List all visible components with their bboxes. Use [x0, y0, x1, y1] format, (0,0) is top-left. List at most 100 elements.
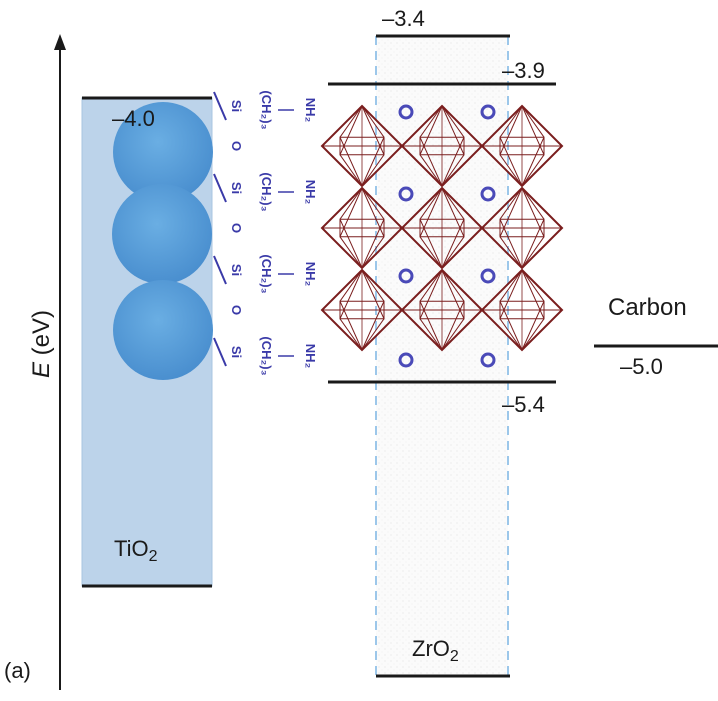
octahedron-edge	[361, 269, 385, 302]
silicon-atom-label: Si	[229, 182, 244, 194]
octahedron-edge	[419, 300, 443, 351]
octahedron-edge	[361, 236, 385, 269]
octahedron-edge	[499, 300, 523, 351]
octahedron-edge	[499, 105, 523, 156]
energy-axis-arrowhead	[54, 34, 66, 50]
octahedron-edge	[339, 236, 363, 269]
zro2-cb-level-label: –3.9	[502, 58, 545, 83]
tio2-nanoparticle	[113, 280, 213, 380]
cation-ion	[480, 186, 496, 202]
octahedron-edge	[339, 218, 363, 269]
zro2-octahedron	[400, 268, 484, 352]
tio2-label-subscript: 2	[148, 548, 158, 565]
octahedron-edge	[361, 136, 385, 187]
cation-ion	[398, 268, 414, 284]
amine-group-label: NH₂	[303, 262, 318, 287]
octahedron-edge	[499, 236, 523, 269]
cation-ion	[480, 268, 496, 284]
octahedron-edge	[499, 105, 523, 138]
octahedron-edge	[499, 269, 523, 302]
octahedron-edge	[441, 218, 465, 269]
octahedron-edge	[339, 105, 363, 138]
zro2-octahedron	[480, 104, 564, 188]
octahedron-edge	[419, 136, 443, 187]
propyl-chain-label: (CH₂)₃	[259, 172, 274, 211]
cation-ion	[398, 186, 414, 202]
propyl-chain-label: (CH₂)₃	[259, 90, 274, 129]
octahedron-edge	[419, 318, 443, 351]
octahedron-edge	[499, 187, 523, 238]
octahedron-edge	[521, 318, 545, 351]
octahedron-edge	[339, 187, 363, 238]
octahedron-edge	[441, 105, 465, 138]
zro2-octahedron	[400, 104, 484, 188]
silane-bond	[213, 91, 227, 121]
silane-bond	[213, 173, 227, 203]
zro2-octahedron	[480, 186, 564, 270]
octahedron-edge	[339, 187, 363, 220]
silane-bond	[213, 337, 227, 367]
octahedron-edge	[521, 269, 545, 320]
octahedron-edge	[499, 318, 523, 351]
octahedron-edge	[419, 105, 443, 156]
amine-group-label: NH₂	[303, 98, 318, 123]
octahedron-edge	[339, 318, 363, 351]
octahedron-edge	[419, 154, 443, 187]
propyl-chain-label: (CH₂)₃	[259, 336, 274, 375]
zro2-vb-level-label: –5.4	[502, 392, 545, 417]
silicon-atom-label: Si	[229, 346, 244, 358]
figure-panel-label: (a)	[4, 658, 31, 683]
octahedron-edge	[521, 300, 545, 351]
octahedron-edge	[521, 236, 545, 269]
octahedron-edge	[419, 218, 443, 269]
octahedron-edge	[361, 218, 385, 269]
octahedron-edge	[339, 136, 363, 187]
zro2-octahedron	[480, 268, 564, 352]
tio2-nanoparticle	[113, 102, 213, 202]
octahedron-edge	[361, 154, 385, 187]
amine-group-label: NH₂	[303, 344, 318, 369]
tio2-label: TiO2	[114, 536, 158, 565]
tio2-nanoparticle	[112, 184, 212, 284]
octahedron-edge	[441, 187, 465, 238]
octahedron-edge	[521, 187, 545, 238]
zro2-top-level-label: –3.4	[382, 6, 425, 31]
octahedron-edge	[361, 105, 385, 138]
octahedron-edge	[499, 218, 523, 269]
cation-ion	[398, 352, 414, 368]
octahedron-edge	[521, 105, 545, 138]
cation-ion	[398, 104, 414, 120]
zro2-octahedra-lattice	[320, 104, 564, 368]
octahedron-edge	[361, 105, 385, 156]
zro2-label: ZrO2	[412, 636, 459, 665]
zro2-label-subscript: 2	[449, 648, 459, 665]
energy-axis-unit: (eV)	[28, 309, 56, 356]
octahedron-edge	[361, 318, 385, 351]
oxygen-atom-label: O	[229, 141, 244, 151]
cation-ion	[480, 352, 496, 368]
octahedron-edge	[419, 187, 443, 238]
carbon-level-label: –5.0	[620, 354, 663, 379]
octahedron-edge	[419, 269, 443, 302]
silicon-atom-label: Si	[229, 100, 244, 112]
amine-group-label: NH₂	[303, 180, 318, 205]
octahedron-edge	[419, 236, 443, 269]
zro2-octahedron	[320, 104, 404, 188]
silane-bond	[213, 255, 227, 285]
octahedron-edge	[499, 269, 523, 320]
octahedron-edge	[441, 136, 465, 187]
octahedron-edge	[521, 187, 545, 220]
octahedron-edge	[441, 318, 465, 351]
zro2-octahedron	[400, 186, 484, 270]
zro2-label-formula: ZrO	[412, 636, 450, 661]
octahedron-edge	[521, 218, 545, 269]
propyl-chain-label: (CH₂)₃	[259, 254, 274, 293]
octahedron-edge	[441, 300, 465, 351]
octahedron-edge	[339, 154, 363, 187]
octahedron-edge	[521, 136, 545, 187]
silicon-atom-label: Si	[229, 264, 244, 276]
octahedron-edge	[441, 187, 465, 220]
octahedron-edge	[441, 269, 465, 302]
octahedron-edge	[361, 300, 385, 351]
